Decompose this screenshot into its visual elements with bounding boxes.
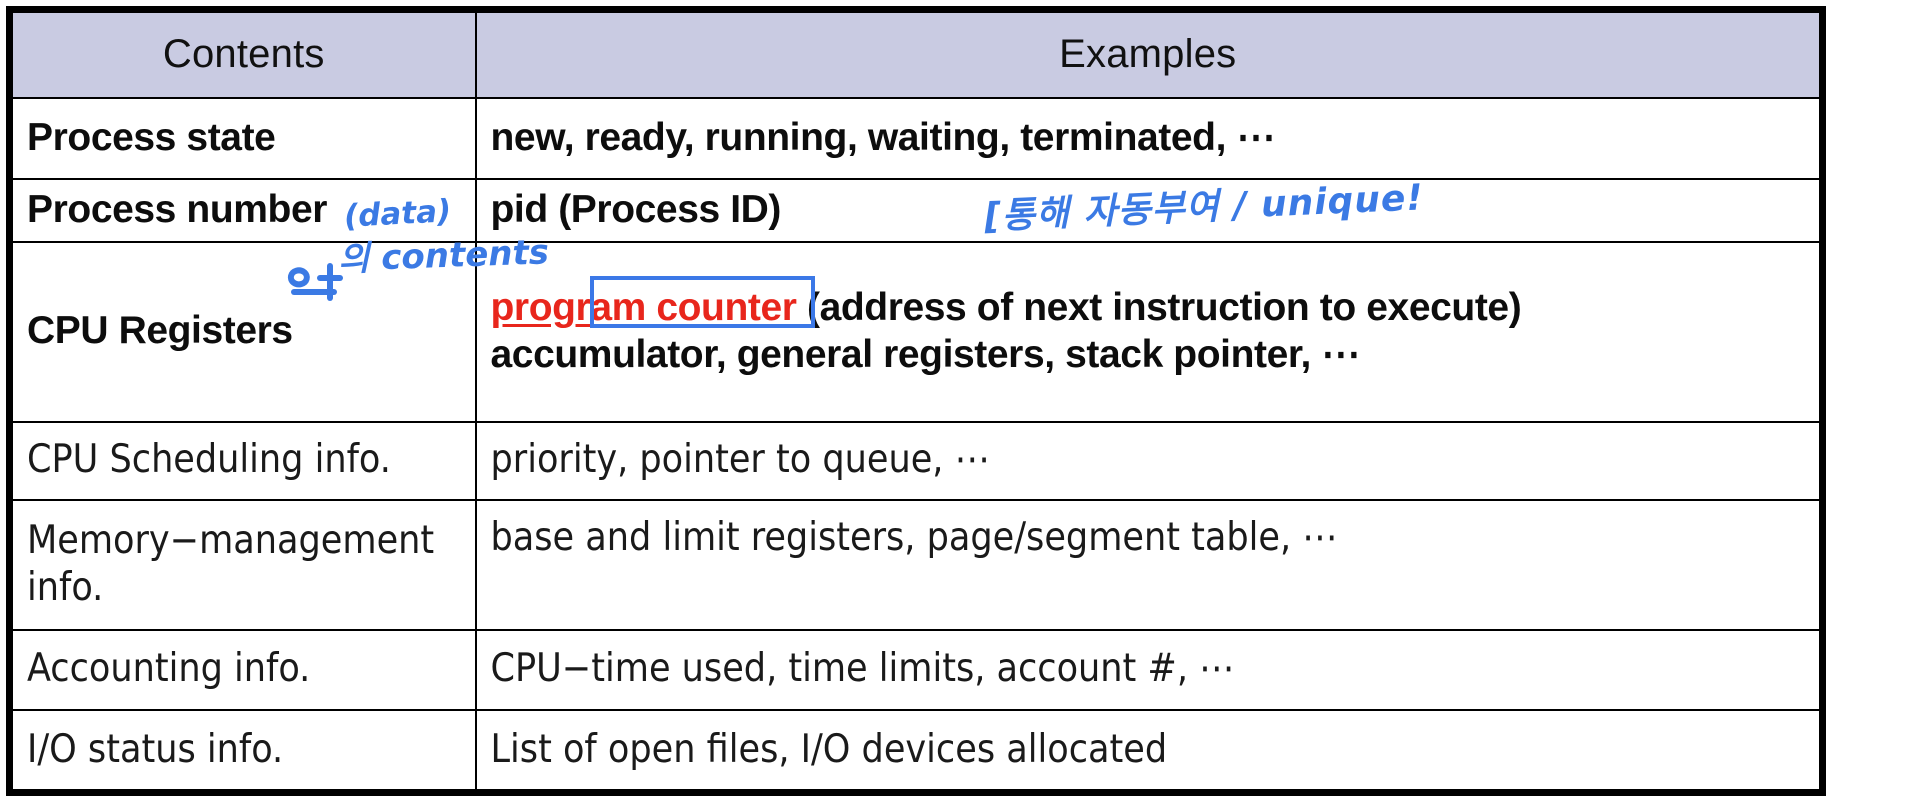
column-header-contents: Contents	[8, 8, 477, 99]
table-row: Process number pid (Process ID)	[8, 177, 1824, 243]
cell-examples-process-state: new, ready, running, waiting, terminated…	[474, 96, 1824, 180]
cell-examples-cpu-scheduling: priority, pointer to queue, ⋯	[474, 420, 1824, 501]
pcb-contents-table: Contents Examples Process state new, rea…	[6, 6, 1826, 796]
table-row: I/O status info. List of open files, I/O…	[8, 708, 1824, 794]
table-row: Accounting info. CPU−time used, time lim…	[8, 628, 1824, 711]
cell-examples-accounting: CPU−time used, time limits, account #, ⋯	[474, 628, 1824, 711]
cell-examples-process-number: pid (Process ID)	[474, 177, 1824, 243]
cell-contents-memory-management: Memory−management info.	[8, 498, 477, 631]
cell-examples-io-status: List of open files, I/O devices allocate…	[474, 708, 1824, 794]
cell-contents-process-state: Process state	[8, 96, 477, 180]
cell-examples-memory-management: base and limit registers, page/segment t…	[474, 498, 1824, 631]
column-header-examples: Examples	[474, 8, 1824, 99]
examples-line-1-rest: (address of next instruction to execute)	[796, 286, 1522, 330]
cell-contents-io-status: I/O status info.	[8, 708, 477, 794]
program-counter-term: program counter	[490, 286, 797, 330]
cell-examples-cpu-registers: program counter (address of next instruc…	[474, 240, 1824, 423]
table-row: CPU Registers program counter (address o…	[8, 240, 1824, 423]
contents-line-2: info.	[27, 564, 104, 610]
table-row: Memory−management info. base and limit r…	[8, 498, 1824, 631]
examples-line-2: accumulator, general registers, stack po…	[490, 332, 1361, 376]
examples-line-1: program counter (address of next instruc…	[491, 285, 1806, 331]
table-header-row: Contents Examples	[8, 8, 1824, 99]
contents-line-1: Memory−management	[27, 518, 435, 564]
table-row: Process state new, ready, running, waiti…	[8, 96, 1824, 180]
cell-contents-process-number: Process number	[8, 177, 477, 243]
cell-contents-cpu-scheduling: CPU Scheduling info.	[8, 420, 477, 501]
cell-contents-cpu-registers: CPU Registers	[8, 240, 477, 423]
table-row: CPU Scheduling info. priority, pointer t…	[8, 420, 1824, 501]
cell-contents-accounting: Accounting info.	[8, 628, 477, 711]
